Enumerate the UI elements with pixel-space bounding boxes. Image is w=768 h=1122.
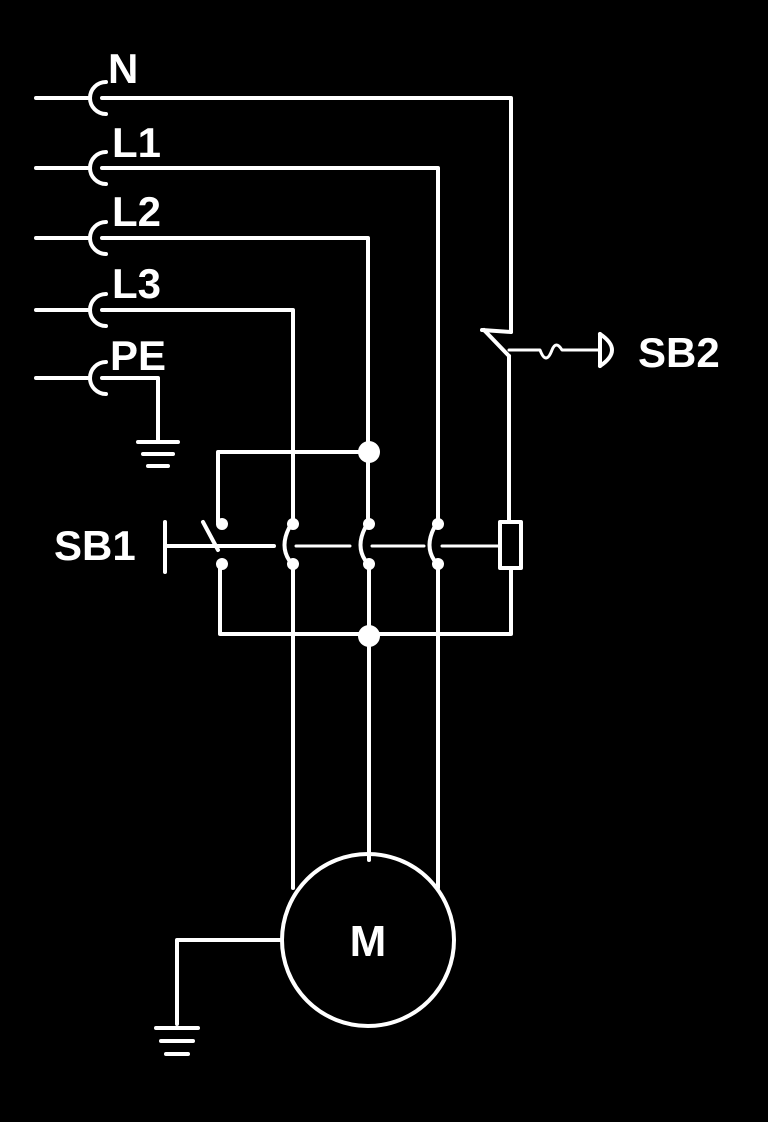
terminal-label-pe: PE: [110, 332, 166, 379]
terminal-n: N: [34, 45, 152, 116]
terminal-label-l1: L1: [112, 119, 161, 166]
contactor-contact-l1: [427, 518, 444, 570]
contactor-contact-l3: [282, 518, 299, 570]
wire-sb1-lower: [218, 564, 513, 636]
terminal-label-n: N: [108, 45, 138, 92]
ground-symbol-motor: [154, 1026, 200, 1056]
wire-sb1-upper: [216, 450, 370, 524]
junction-l2-top: [358, 441, 380, 463]
contactor-contact-l2: [358, 518, 375, 570]
wire-l1: [148, 166, 440, 526]
start-button-sb1: SB1: [54, 518, 276, 574]
stop-button-label: SB2: [638, 329, 720, 376]
wire-motor-ground: [175, 938, 284, 1026]
terminal-label-l3: L3: [112, 260, 161, 307]
contactor-coil: [498, 520, 523, 570]
motor: M: [280, 852, 456, 1028]
start-button-label: SB1: [54, 522, 136, 569]
wire-l3: [148, 308, 295, 526]
terminal-l1: L1: [34, 119, 161, 186]
terminal-l3: L3: [34, 260, 161, 328]
stop-button-sb2: SB2: [480, 328, 720, 524]
terminal-pe: PE: [34, 332, 166, 396]
ground-symbol-pe: [136, 440, 180, 468]
wire-n: [148, 96, 513, 334]
terminal-l2: L2: [34, 188, 161, 256]
wire-pe: [148, 376, 160, 442]
wire-l2: [148, 236, 370, 526]
terminal-label-l2: L2: [112, 188, 161, 235]
motor-label: M: [350, 917, 387, 966]
